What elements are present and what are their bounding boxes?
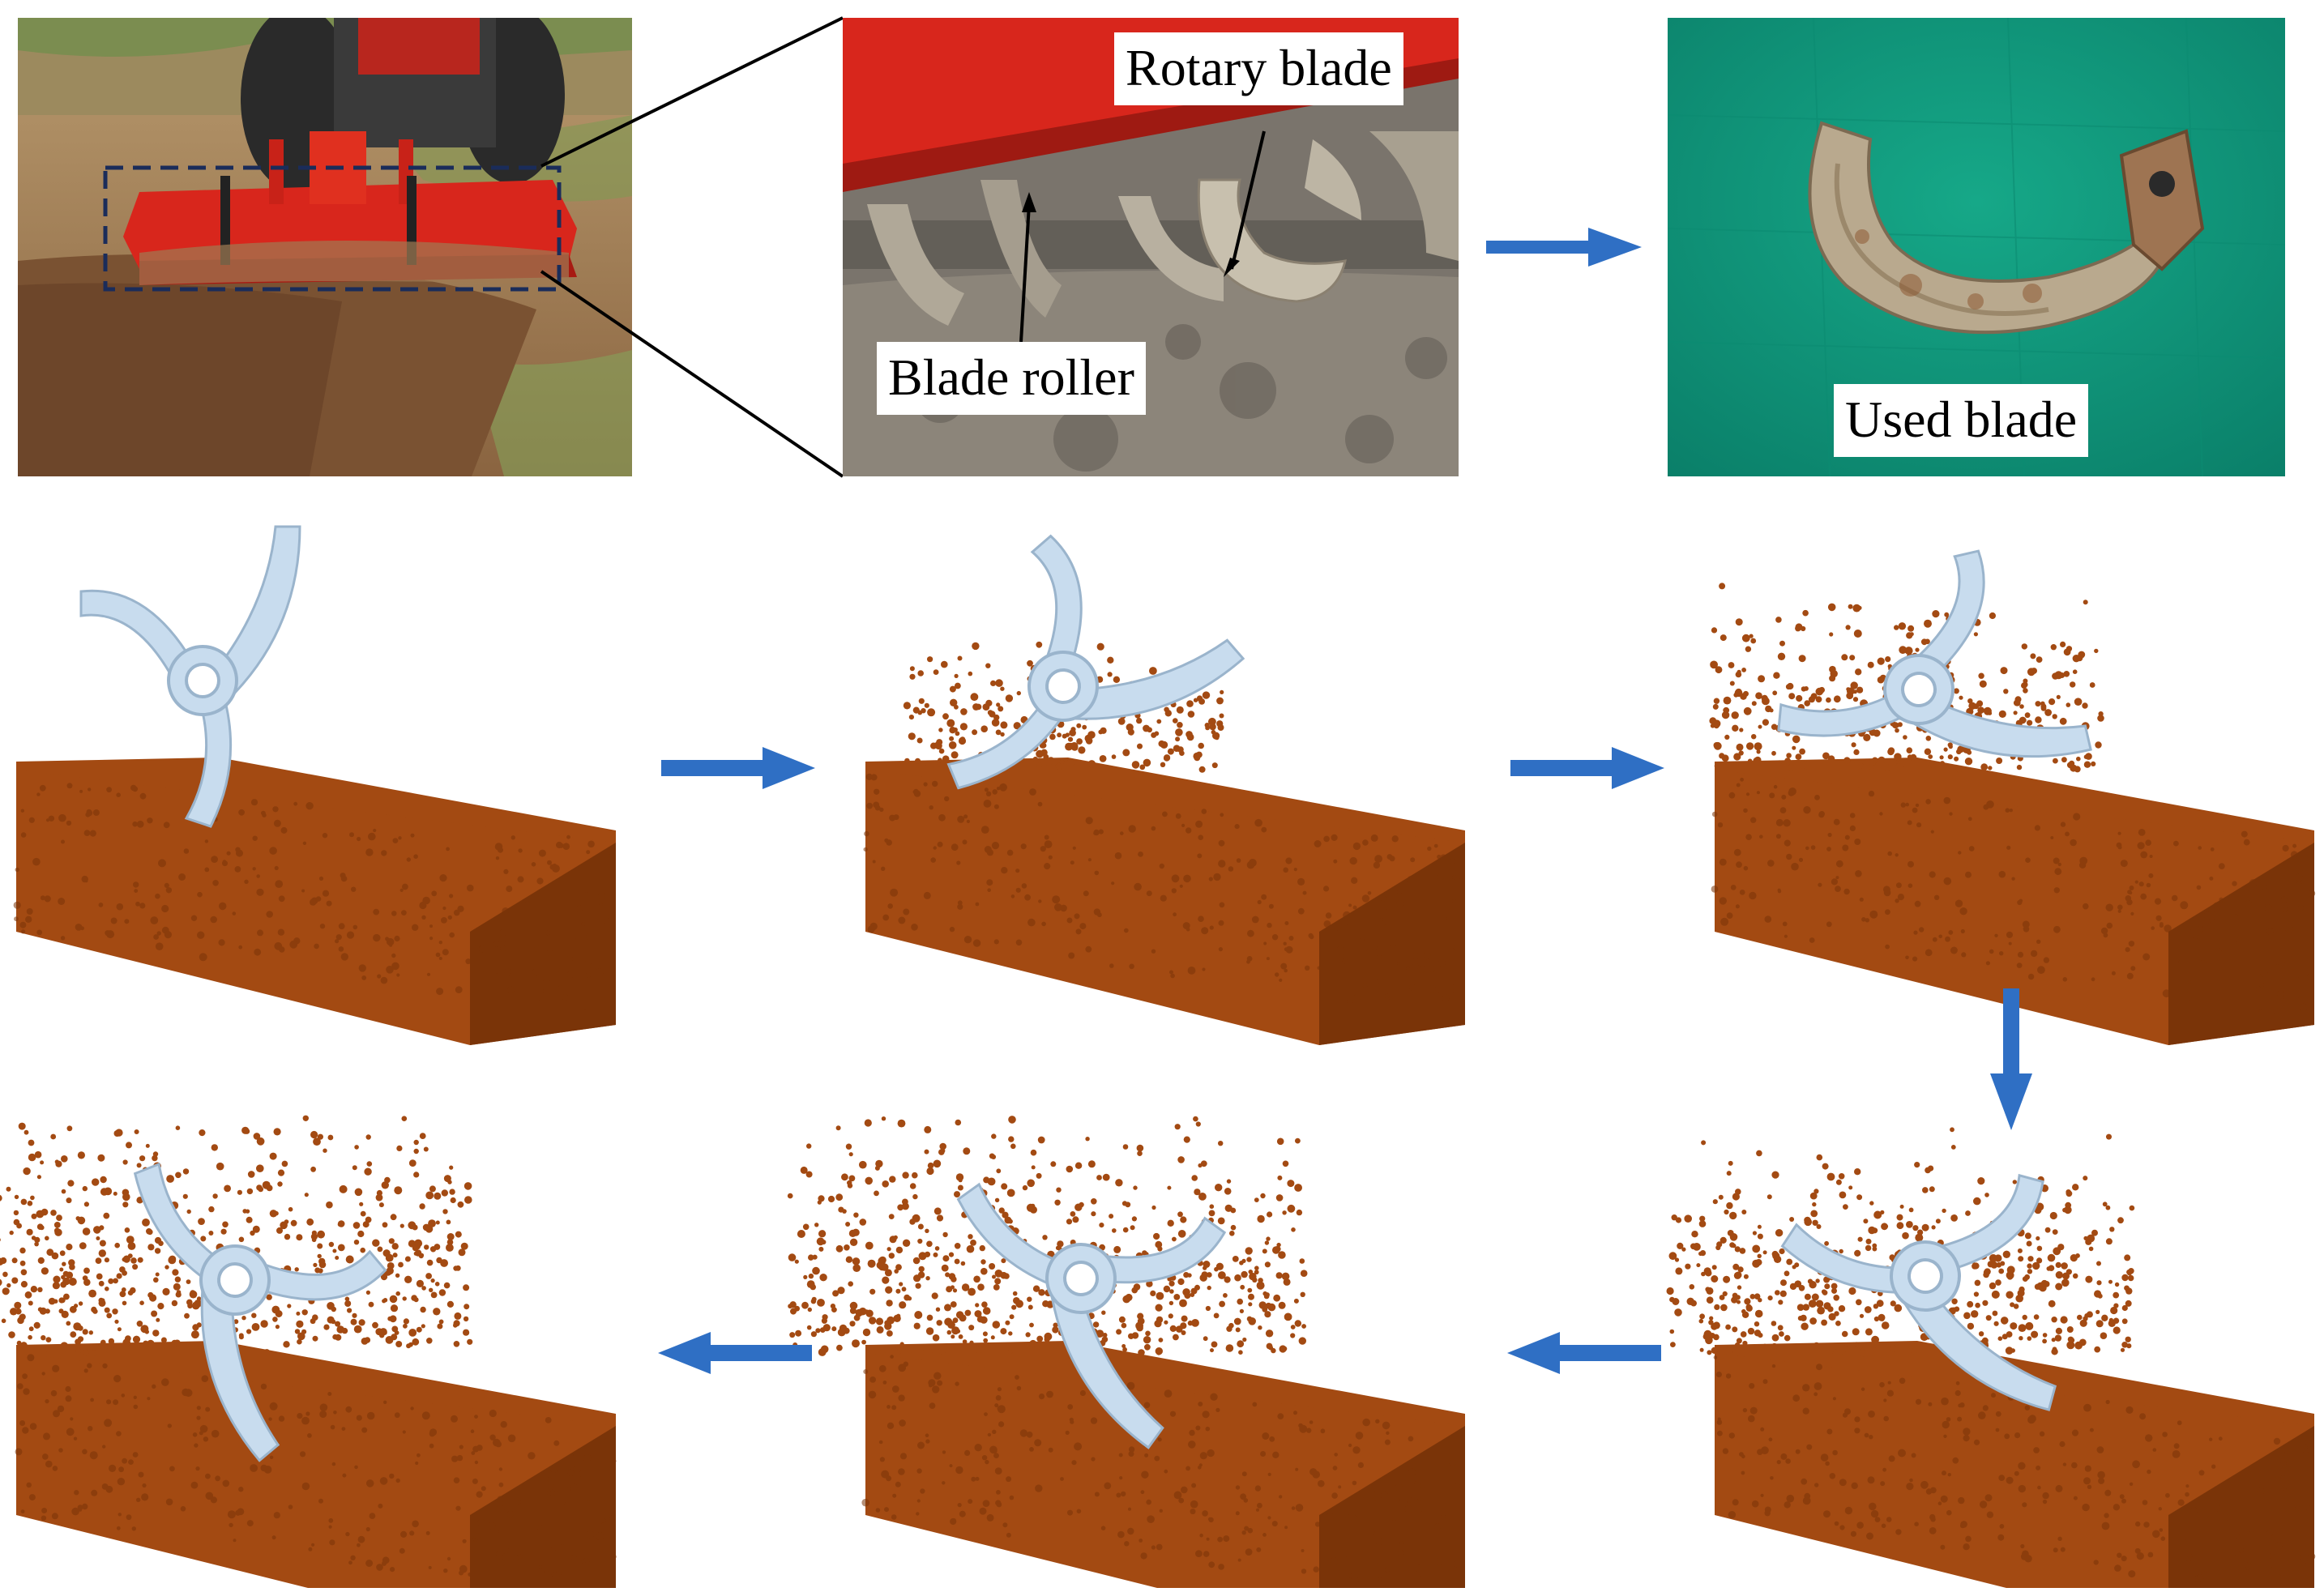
blade-roller-pointer	[1019, 203, 1031, 343]
used-blade-label: Used blade	[1834, 384, 2089, 457]
simulation-frame-2	[863, 534, 1465, 1045]
zoom-lines	[540, 16, 844, 478]
tractor-photo	[18, 18, 632, 476]
closeup-photo: Rotary blade Blade roller	[843, 18, 1459, 476]
simulation-frame-5	[787, 1116, 1465, 1588]
simulation-frame-3	[1709, 549, 2316, 1045]
simulation-frame-4	[1666, 1127, 2316, 1588]
tractor-photo-graphic	[18, 18, 632, 476]
blade-roller-label: Blade roller	[877, 342, 1146, 415]
arrow-down	[1990, 988, 2032, 1130]
used-blade-photo: Used blade	[1668, 18, 2285, 476]
rotary-blade-pointer	[1230, 130, 1266, 270]
simulation-frame-1	[13, 525, 616, 1045]
simulation-frame-6	[0, 1115, 617, 1588]
arrow-left-2	[658, 1332, 812, 1374]
used-blade-photo-graphic	[1668, 18, 2285, 476]
arrow-left-1	[1507, 1332, 1661, 1374]
arrow-right-top	[1486, 228, 1642, 267]
simulation-sequence	[0, 525, 2316, 1588]
arrow-right-2	[1510, 747, 1664, 789]
arrow-right-1	[661, 747, 815, 789]
selection-dashed-box	[103, 165, 562, 292]
rotary-blade-label: Rotary blade	[1114, 32, 1403, 105]
